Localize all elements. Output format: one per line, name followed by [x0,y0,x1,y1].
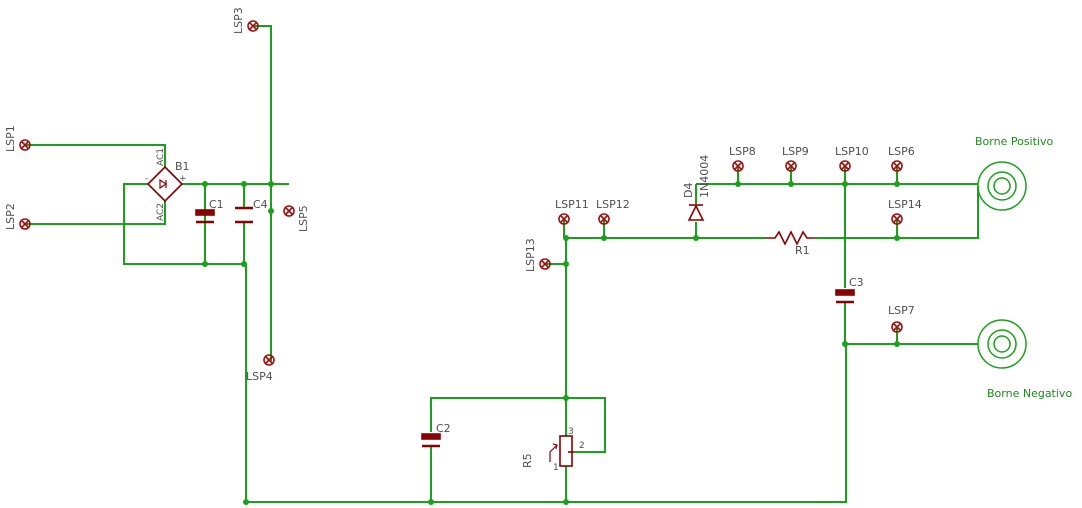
junction-dot [563,235,569,241]
label-lsp8: LSP8 [729,145,756,158]
junction-dot [563,395,569,401]
pad-lsp7 [891,321,903,333]
wire-ground-rail [245,264,847,503]
junction-dot [894,341,900,347]
label-r5-pin3: 3 [568,427,574,437]
label-c1: C1 [209,198,224,211]
label-lsp11: LSP11 [555,198,589,211]
junctions [202,181,900,505]
wire-lsp1 [25,144,166,167]
label-r5-pin1: 1 [553,463,559,473]
junction-dot [894,235,900,241]
label-lsp6: LSP6 [888,145,915,158]
pad-lsp4 [263,354,275,366]
pad-lsp1 [19,139,31,151]
label-lsp7: LSP7 [888,304,915,317]
pad-lsp5 [283,205,295,217]
pad-lsp3 [247,20,259,32]
pad-lsp2 [19,218,31,230]
wire-r1-rail [566,186,979,239]
wires [25,25,979,503]
junction-dot [601,235,607,241]
junction-dot [268,208,274,214]
junction-dot [428,499,434,505]
label-lsp10: LSP10 [835,145,869,158]
label-borne-negativo: Borne Negativo [987,387,1072,400]
label-lsp14: LSP14 [888,198,922,211]
label-d4: D4 [682,183,695,198]
label-lsp4: LSP4 [246,370,273,383]
resistor-r1 [765,230,815,246]
label-lsp13: LSP13 [524,238,537,272]
junction-dot [241,181,247,187]
pad-lsp6 [891,160,903,172]
label-ac1: AC1 [156,148,166,166]
junction-dot [563,261,569,267]
label-lsp3: LSP3 [232,7,245,34]
label-lsp12: LSP12 [596,198,630,211]
label-lsp5: LSP5 [297,205,310,232]
pads [19,20,903,366]
label-lsp9: LSP9 [782,145,809,158]
junction-dot [693,235,699,241]
wire-lsp2 [25,201,166,225]
pad-lsp9 [785,160,797,172]
label-c4: C4 [253,198,268,211]
junction-dot [842,181,848,187]
label-ac2: AC2 [156,203,166,221]
label-borne-positivo: Borne Positivo [975,135,1053,148]
junction-dot [268,181,274,187]
junction-dot [241,261,247,267]
label-r5: R5 [521,453,534,468]
label-b1: B1 [175,160,190,173]
junction-dot [894,181,900,187]
capacitor-c4 [235,206,253,224]
junction-dot [735,181,741,187]
capacitor-c1 [195,209,215,224]
labels: LSP1 LSP2 LSP3 LSP4 LSP5 LSP6 LSP7 LSP8 … [4,7,1072,473]
capacitor-c3 [835,289,855,304]
label-r1: R1 [795,244,810,257]
label-lsp1: LSP1 [4,125,17,152]
potentiometer-r5 [549,435,574,467]
terminal-negative [977,319,1027,369]
label-bridge-plus: + [179,174,187,184]
pad-lsp12 [598,213,610,225]
junction-dot [243,499,249,505]
wire-lsp3-lsp4 [253,25,272,361]
pad-lsp8 [732,160,744,172]
wire-c2 [430,397,606,502]
label-lsp2: LSP2 [4,203,17,230]
bridge-rectifier-b1 [146,165,184,203]
junction-dot [202,261,208,267]
junction-dot [563,499,569,505]
label-c2: C2 [436,422,451,435]
label-bridge-minus: - [145,174,148,184]
pad-lsp13 [539,258,551,270]
terminal-positive [977,161,1027,211]
components [146,165,855,467]
pad-lsp14 [891,213,903,225]
label-c3: C3 [849,276,864,289]
pad-lsp10 [839,160,851,172]
diode-d4 [687,204,705,221]
junction-dot [842,341,848,347]
label-d4-value: 1N4004 [698,155,711,198]
capacitor-c2 [421,433,441,448]
terminals [977,161,1027,369]
pad-lsp11 [558,213,570,225]
junction-dot [788,181,794,187]
wire-bridge-minus [123,183,246,265]
junction-dot [202,181,208,187]
label-r5-pin2: 2 [579,441,585,451]
